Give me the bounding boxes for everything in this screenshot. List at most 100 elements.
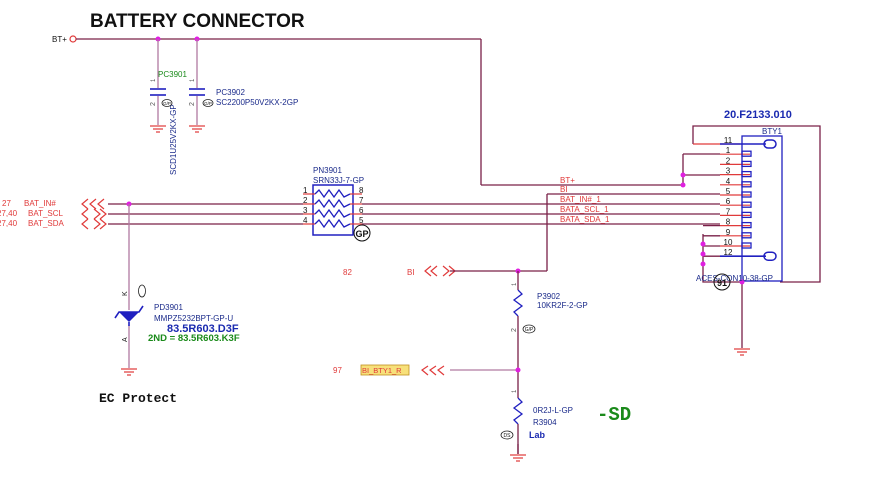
- contact-pin-icon: [741, 181, 752, 188]
- component-part: 10KR2F-2-GP: [537, 301, 588, 310]
- signal-name[interactable]: BI: [407, 268, 415, 277]
- contact-pin-icon: [741, 242, 752, 249]
- junction-dot: [680, 182, 686, 188]
- zener-bar-icon: [114, 305, 144, 319]
- bidirectional-connector-icon: [81, 208, 107, 220]
- pin-number: 2: [303, 196, 308, 205]
- gp-badge-icon: [138, 284, 146, 298]
- ground-icon: [121, 368, 137, 376]
- pin-number: 1: [303, 186, 308, 195]
- pin-number: 8: [359, 186, 364, 195]
- pin-number: 1: [151, 78, 157, 82]
- net-label: BAT_IN#_1: [560, 195, 601, 204]
- badge-text: 91: [717, 278, 727, 288]
- component-ref: PD3901: [154, 303, 183, 312]
- badge-icon: [500, 430, 514, 440]
- second-source: 2ND = 83.5R603.K3F: [148, 333, 240, 344]
- junction-dot: [680, 172, 686, 178]
- capacitor-pc3901: PC3901 1 2 SCD1U25V2KX-GP G/P: [150, 39, 187, 175]
- sd-label: -SD: [597, 404, 631, 426]
- net-label: BATA_SCL_1: [560, 205, 609, 214]
- capacitor-part: SC2200P50V2KX-2GP: [216, 98, 298, 107]
- component-ref: PN3901: [313, 166, 342, 175]
- power-net-label: BT+: [52, 35, 67, 44]
- offpage-signal-bat-in[interactable]: 27 BAT_IN#: [2, 198, 105, 210]
- connector-pin-number: 9: [726, 228, 731, 237]
- resistor-zigzag-icon: [512, 397, 524, 425]
- badge-icon: [713, 273, 731, 291]
- ec-protect-label: EC Protect: [99, 391, 177, 406]
- junction-dot: [700, 261, 706, 267]
- signal-highlight: [360, 364, 410, 376]
- offpage-connector-icon: [420, 365, 445, 376]
- signal-name[interactable]: BI_BTY1_R: [362, 366, 402, 375]
- component-part: 0R2J-L-GP: [533, 406, 573, 415]
- ground-icon: [150, 125, 166, 133]
- gp-badge-text: G/P: [204, 101, 212, 106]
- capacitor-ref: PC3902: [216, 88, 245, 97]
- contact-pin-icon: [741, 191, 752, 198]
- gp-badge-icon: [353, 224, 371, 242]
- signal-name: BAT_SCL: [28, 209, 64, 218]
- gp-badge-text: G/P: [163, 101, 171, 106]
- connector-pin-number: 8: [726, 218, 731, 227]
- resistor-zigzag-icon: [512, 289, 524, 317]
- contact-pin-icon: [741, 211, 752, 219]
- connector-pin-number: 2: [726, 156, 731, 165]
- capacitor-ref: PC3901: [158, 70, 187, 79]
- offpage-signal-bat-scl[interactable]: 27,40 BAT_SCL: [0, 208, 107, 220]
- offpage-signal-bat-sda[interactable]: 27,40 BAT_SDA: [0, 218, 107, 230]
- pin-number: 3: [303, 206, 308, 215]
- resistor-zigzag-icon: [314, 188, 351, 229]
- contact-pin-icon: [741, 150, 752, 157]
- connector-part: ACES-CON10-38-GP: [696, 274, 773, 283]
- connector-pin-number: 11: [724, 136, 733, 145]
- contact-pin-icon: [741, 160, 752, 168]
- connector-body: [741, 135, 783, 282]
- signal-name: BAT_SDA: [28, 219, 65, 228]
- connector-pin-number: 1: [726, 146, 731, 155]
- pin-number: 5: [359, 216, 364, 225]
- component-ref: P3902: [537, 292, 561, 301]
- contact-pin-icon: [741, 232, 752, 239]
- ground-icon: [189, 125, 205, 133]
- pin-number: 2: [511, 328, 518, 332]
- page-title: BATTERY CONNECTOR: [90, 11, 305, 32]
- junction-dot: [700, 251, 706, 257]
- badge-text: DS: [504, 433, 512, 439]
- diode-part-number: 83.5R603.D3F: [167, 323, 239, 335]
- ground-icon: [510, 454, 526, 462]
- signal-page-ref: 27,40: [0, 219, 18, 228]
- pin-number: 1: [512, 282, 518, 286]
- offpage-connector-icon: [81, 198, 105, 210]
- contact-pin-icon: [741, 201, 752, 208]
- connector-pin-number: 7: [726, 207, 731, 216]
- junction-dot: [515, 367, 521, 373]
- connector-ref: BTY1: [762, 127, 783, 136]
- signal-page-ref: 27,40: [0, 209, 18, 218]
- pin-number: 1: [190, 78, 196, 82]
- component-part: MMPZ5232BPT-GP-U: [154, 314, 233, 323]
- signal-page-ref: 97: [333, 366, 342, 375]
- connector-pin-number: 4: [726, 177, 731, 186]
- junction-dot: [700, 241, 706, 247]
- contact-pin-icon: [741, 221, 752, 229]
- capacitor-part: SCD1U25V2KX-GP: [169, 104, 178, 175]
- rn-body: [312, 184, 354, 236]
- ground-icon: [734, 348, 750, 356]
- pin-label: A: [122, 337, 129, 342]
- bidirectional-connector-icon: [424, 265, 456, 277]
- signal-page-ref: 82: [343, 268, 352, 277]
- pin-number: 2: [189, 102, 196, 106]
- component-part: SRN33J-7-GP: [313, 176, 364, 185]
- pin-label: K: [122, 291, 129, 296]
- mount-pin-icon: [763, 139, 777, 149]
- connector-pin-number: 5: [726, 187, 731, 196]
- gp-badge-icon: [202, 99, 214, 107]
- resistor-network-pn3901: PN3901 SRN33J-7-GP 1 2 3 4 8 7 6 5 GP: [303, 166, 371, 242]
- signal-page-ref: 27: [2, 199, 11, 208]
- lab-note: Lab: [529, 430, 546, 440]
- net-label: BT+: [560, 176, 575, 185]
